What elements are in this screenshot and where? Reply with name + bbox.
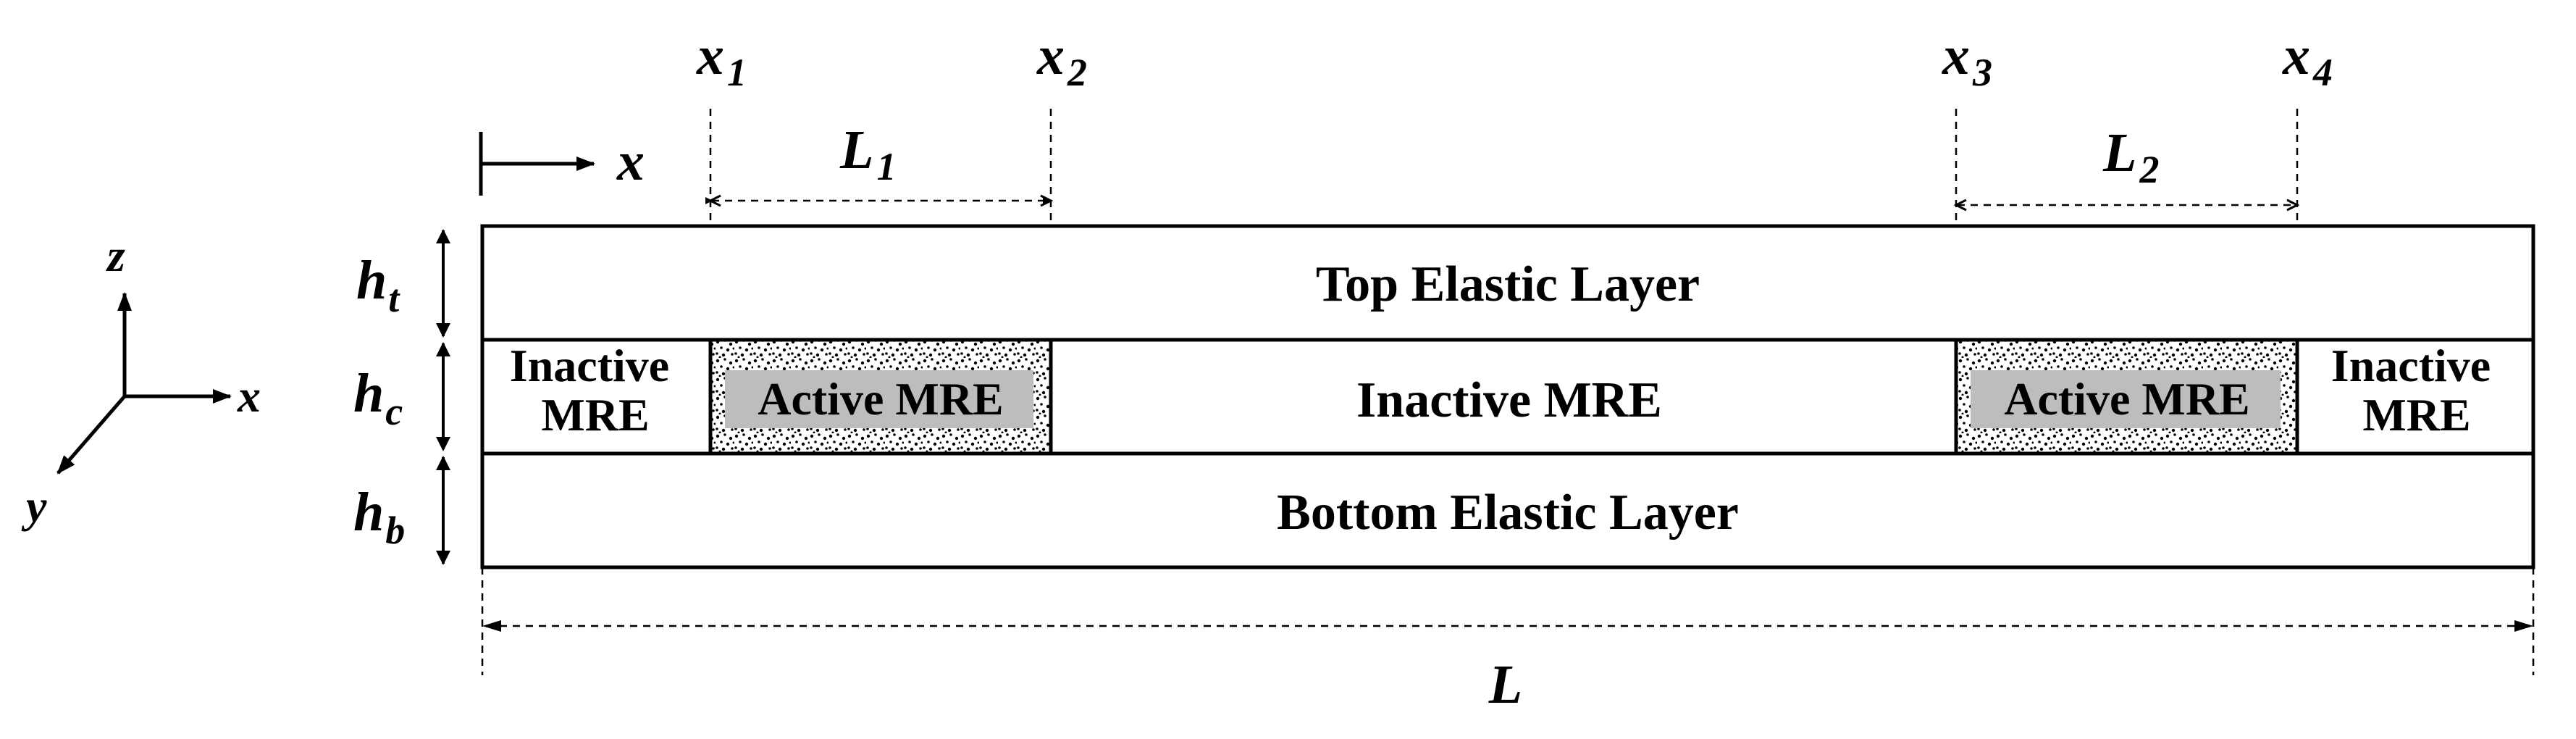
x1-label: x1 — [696, 25, 747, 94]
bottom-layer-label: Bottom Elastic Layer — [1277, 485, 1739, 540]
x3-label: x3 — [1942, 25, 1992, 94]
coordinate-system: z x y — [21, 230, 261, 532]
hb-label: hb — [353, 482, 405, 552]
bottom-elastic-layer — [480, 451, 2535, 569]
position-markers: x1 x2 x3 x4 — [696, 25, 2333, 226]
ht-label: ht — [356, 250, 400, 320]
origin-x-label: x — [616, 131, 645, 192]
L1-label: L1 — [839, 120, 896, 188]
active-mre-2-label-bg — [1971, 370, 2281, 428]
segment-lengths: L1 L2 — [705, 120, 2300, 212]
beam: Top Elastic Layer Active MRE Active MRE … — [480, 224, 2535, 569]
total-length: L — [481, 567, 2535, 715]
active-mre-1-label: Active MRE — [758, 373, 1003, 425]
top-layer-label: Top Elastic Layer — [1316, 256, 1700, 312]
inactive-mre-left-label: Inactive MRE — [510, 340, 681, 441]
L2-label: L2 — [2102, 122, 2159, 191]
inactive-mre-right-label: Inactive MRE — [2331, 340, 2502, 441]
total-length-label: L — [1488, 654, 1522, 715]
hc-label: hc — [353, 363, 403, 433]
y-axis-label: y — [21, 480, 47, 532]
y-axis-line — [56, 395, 126, 475]
inactive-mre-middle-label: Inactive MRE — [1356, 372, 1662, 428]
active-mre-1-label-bg — [725, 370, 1033, 428]
x4-label: x4 — [2282, 25, 2333, 94]
active-mre-2-label: Active MRE — [2004, 373, 2249, 425]
origin-indicator: x — [479, 131, 645, 196]
z-axis-label: z — [106, 230, 125, 281]
x2-label: x2 — [1036, 25, 1087, 94]
x-axis-label: x — [237, 370, 261, 422]
thickness-dimensions: ht hc hb — [353, 229, 450, 565]
top-elastic-layer — [480, 224, 2535, 342]
